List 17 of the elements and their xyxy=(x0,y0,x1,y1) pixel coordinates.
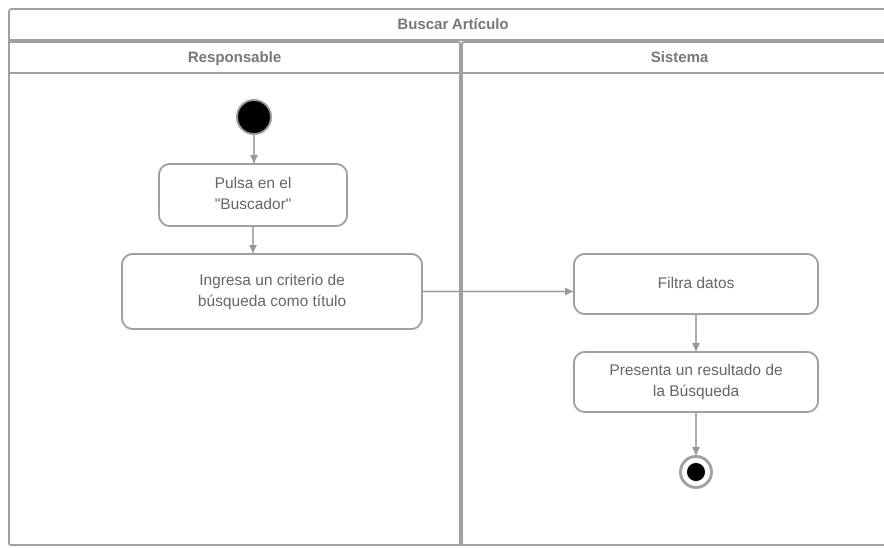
arrow xyxy=(423,288,573,296)
arrow xyxy=(692,413,700,455)
action-box: Ingresa un criterio de búsqueda como título xyxy=(121,253,423,330)
arrow xyxy=(692,315,700,351)
action-box: Pulsa en el "Buscador" xyxy=(158,163,348,227)
action-box: Filtra datos xyxy=(573,253,819,315)
swimlane-title: Buscar Artículo xyxy=(397,16,509,33)
arrow xyxy=(249,227,257,253)
action-box: Presenta un resultado de la Búsqueda xyxy=(573,351,819,413)
swimlane-pool xyxy=(8,8,884,546)
swimlane xyxy=(8,41,461,546)
arrow xyxy=(250,135,258,163)
swimlane-title: Sistema xyxy=(650,49,708,66)
initial-node xyxy=(236,99,272,135)
swimlane xyxy=(461,41,884,546)
final-node xyxy=(679,455,713,489)
swimlane-title: Responsable xyxy=(188,49,282,66)
